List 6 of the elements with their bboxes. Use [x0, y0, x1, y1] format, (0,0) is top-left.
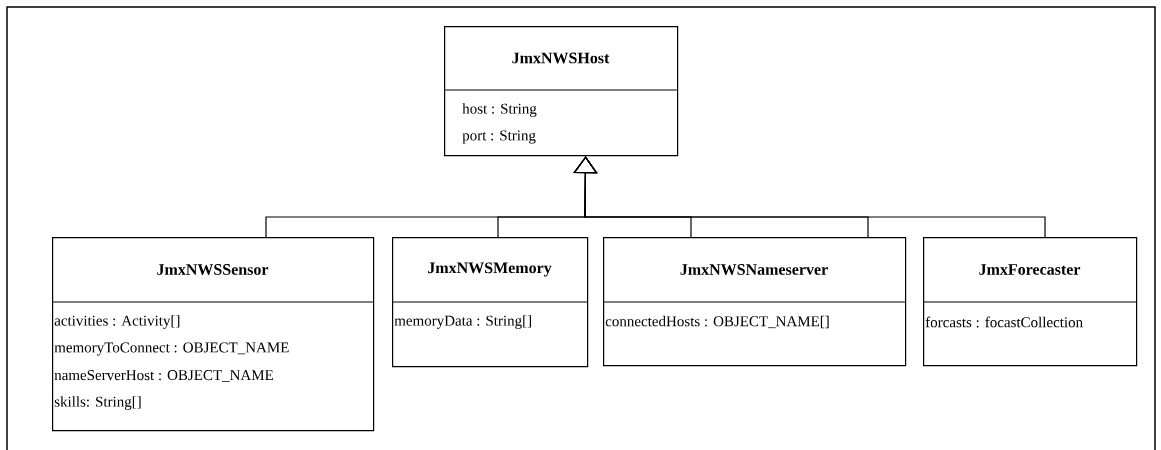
inheritance-arrow	[573, 156, 1046, 238]
class-box: JmxForecaster forcasts : focastCollection	[922, 237, 1138, 367]
class-box: JmxNWSSensor activities : Activity[] memoryToConnect : OBJECT_NAME nameServerHost : OBJECT_NAME skills: String[]	[51, 237, 375, 432]
class-box: JmxNWSMemory memoryData : String[]	[391, 237, 589, 368]
class-box: JmxNWSNameserver connectedHosts : OBJECT_NAME[]	[602, 237, 907, 367]
class-box: JmxNWSHost host : String port : String	[443, 26, 679, 157]
